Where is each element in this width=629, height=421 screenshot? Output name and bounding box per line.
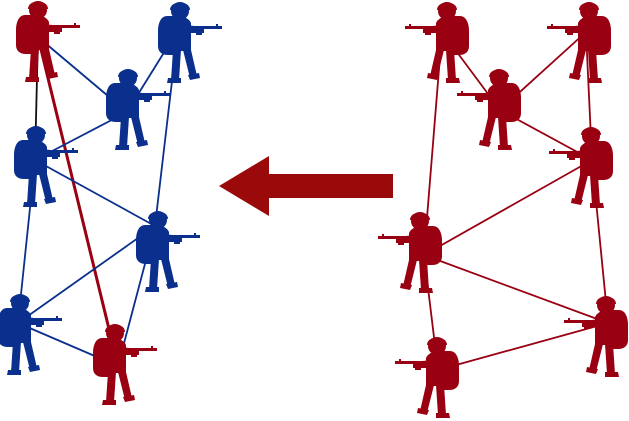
transformation-arrow [219,156,393,216]
link-L1-L7 [36,35,120,368]
link-R5-R6 [423,254,609,324]
soldier-icon-r4 [549,127,613,208]
link-L4-L5 [34,159,156,227]
soldier-icon-l3 [106,69,170,150]
soldier-icon-r3 [457,69,521,150]
left-network-links [17,29,179,368]
soldier-icon-l6 [0,294,62,375]
left-network-soldiers [0,1,222,405]
soldier-icon-r7 [395,337,459,418]
arrow-left-icon [219,156,393,216]
soldier-icon-r2 [547,2,611,83]
soldier-icon-l5 [136,211,200,292]
soldier-icon-r5 [378,212,442,293]
link-R6-R7 [437,322,609,371]
soldier-icon-l1 [16,1,80,82]
soldier-icon-l2 [158,2,222,83]
soldier-icon-r6 [564,296,628,377]
link-R4-R5 [423,159,593,256]
link-L5-L6 [17,225,156,324]
soldier-icon-r1 [405,2,469,83]
